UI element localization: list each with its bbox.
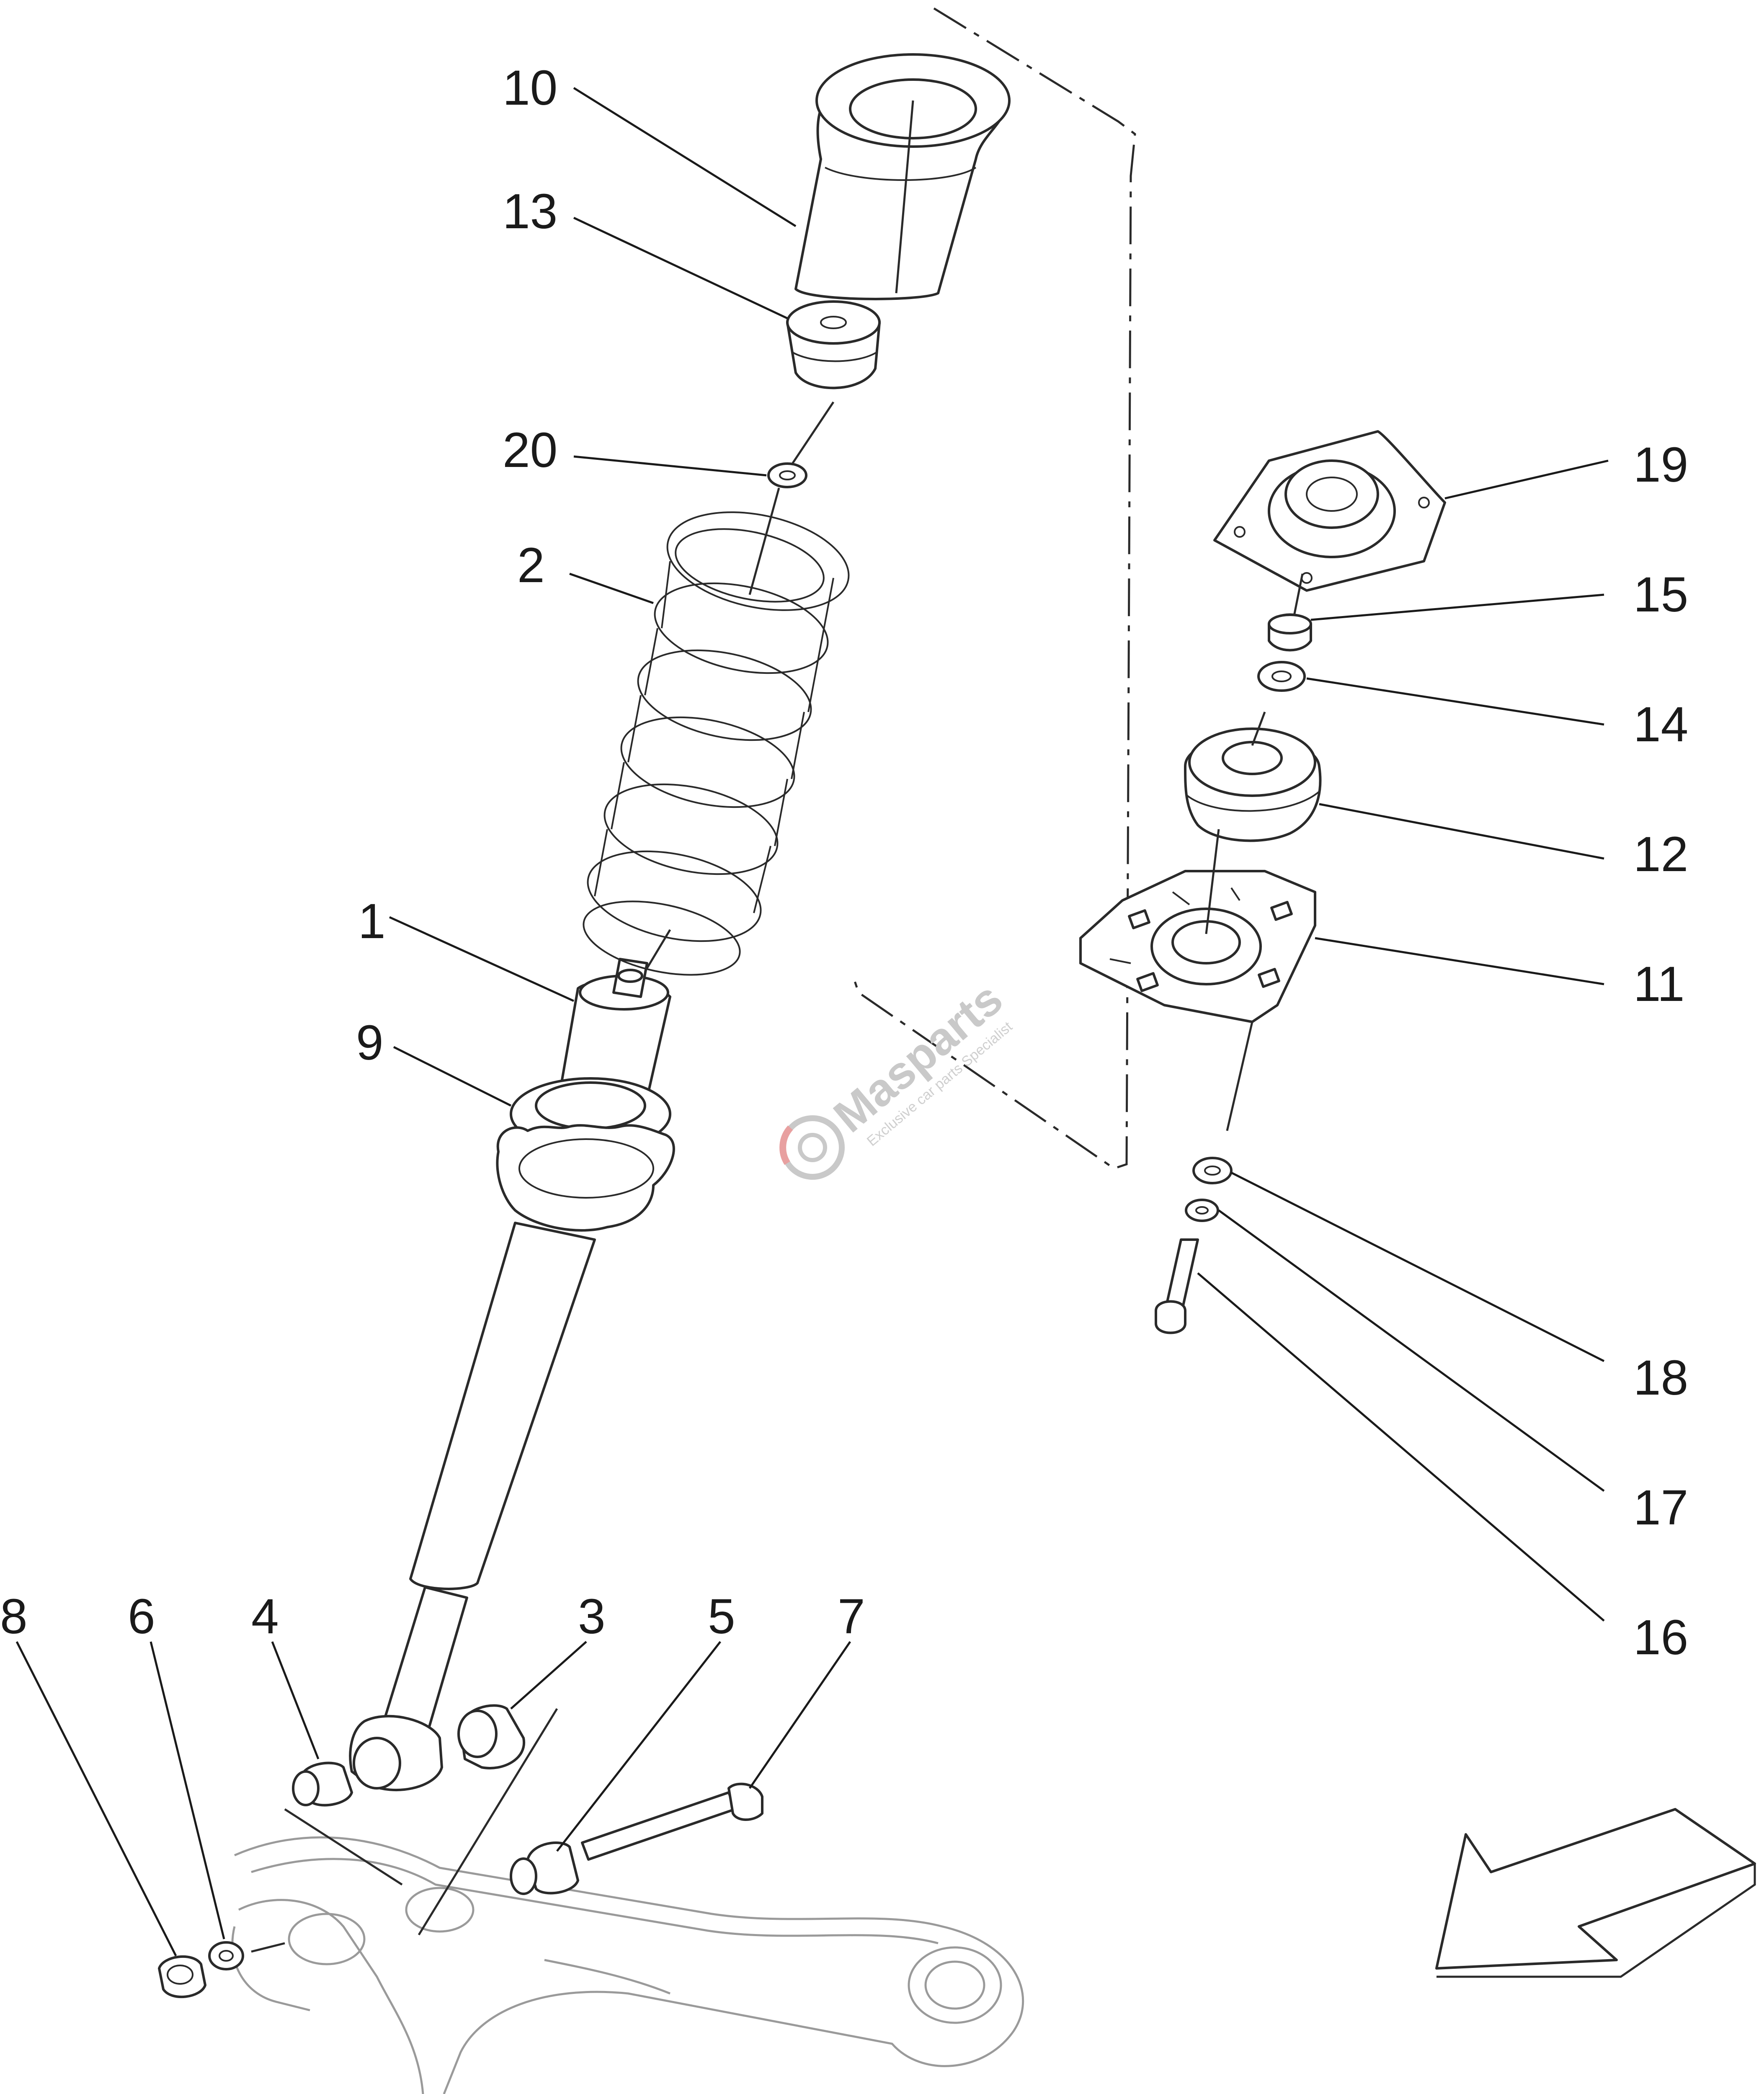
- bushing-5: [510, 1841, 579, 1895]
- washer-20: [767, 462, 807, 488]
- callout-19: 19: [1633, 437, 1688, 493]
- rubber-mount: [1184, 727, 1322, 842]
- callout-20: 20: [503, 423, 557, 478]
- callout-11: 11: [1633, 957, 1685, 1012]
- washer-18: [1192, 1157, 1233, 1184]
- callout-3: 3: [578, 1589, 606, 1644]
- callout-numbers: 10 13 20 2 1 9 19 15 14 12 11 18 17 16 8…: [0, 60, 1688, 1665]
- callout-12: 12: [1633, 827, 1688, 882]
- callout-8: 8: [0, 1589, 28, 1644]
- bushing-4: [292, 1761, 353, 1807]
- callout-5: 5: [708, 1589, 735, 1644]
- callout-17: 17: [1633, 1480, 1688, 1535]
- watermark-logo: Masparts Exclusive car parts Specialist: [779, 973, 1016, 1180]
- top-mount-plate: [1213, 430, 1446, 592]
- washer-14: [1257, 661, 1306, 692]
- washer-6: [208, 1941, 244, 1970]
- bump-stop: [786, 300, 881, 389]
- bushing-3: [457, 1704, 526, 1769]
- coil-spring: [583, 511, 850, 976]
- shock-absorber: [349, 958, 671, 1792]
- strut-axis-line: [644, 100, 914, 972]
- callout-13: 13: [503, 184, 557, 239]
- top-mount-axis: [1205, 573, 1304, 1131]
- assembly-group-bracket: [853, 7, 1136, 1170]
- direction-arrow: [1435, 1808, 1756, 1978]
- nut-15: [1268, 613, 1312, 652]
- spring-seat: [496, 1077, 675, 1232]
- leader-lines: [15, 87, 1609, 1957]
- callout-10: 10: [503, 60, 557, 116]
- callout-4: 4: [251, 1589, 279, 1644]
- mounting-plate: [1079, 870, 1316, 1023]
- callout-6: 6: [128, 1589, 155, 1644]
- callout-9: 9: [356, 1015, 384, 1070]
- dust-boot: [794, 53, 1011, 300]
- bolt-16: [1155, 1238, 1199, 1334]
- washer-17: [1185, 1199, 1219, 1222]
- watermark-brand: Masparts: [824, 973, 1012, 1142]
- callout-1: 1: [358, 894, 386, 949]
- lower-bolt-axis: [251, 1708, 558, 1953]
- callout-2: 2: [517, 538, 545, 593]
- callout-16: 16: [1633, 1610, 1688, 1665]
- lower-control-arm-ghost: [231, 1836, 1024, 2094]
- callout-15: 15: [1633, 567, 1688, 622]
- callout-14: 14: [1633, 697, 1688, 752]
- bolt-7: [581, 1782, 763, 1861]
- nut-8: [158, 1955, 206, 1999]
- callout-7: 7: [838, 1589, 865, 1644]
- callout-18: 18: [1633, 1350, 1688, 1405]
